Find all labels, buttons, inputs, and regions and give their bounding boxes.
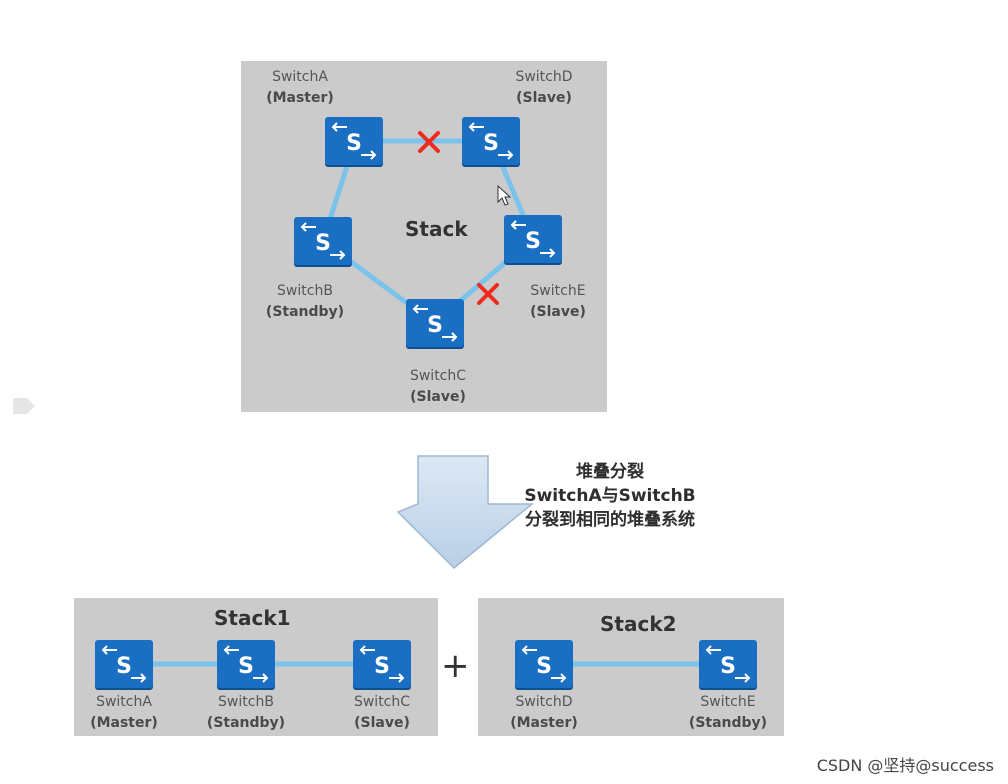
plus-sign: + — [441, 646, 470, 686]
stack2-links — [544, 661, 728, 667]
switch-a-label: SwitchA(Master) — [266, 69, 334, 106]
svg-text:S: S — [525, 229, 541, 254]
svg-text:S: S — [346, 131, 362, 156]
stack1-switch-c-label: SwitchC(Slave) — [353, 694, 411, 731]
switch-e-icon: S — [504, 215, 562, 263]
stack2-switch-e-label: SwitchE(Standby) — [688, 694, 768, 731]
stack2-switch-d-icon: S — [515, 640, 573, 688]
svg-text:S: S — [536, 654, 552, 679]
broken-link-a-d-icon — [418, 131, 440, 153]
switch-b-label: SwitchB(Standby) — [265, 283, 345, 320]
svg-text:S: S — [238, 654, 254, 679]
watermark: CSDN @坚持@success — [816, 756, 994, 775]
stack1-switch-a-icon: S — [95, 640, 153, 688]
stack2-switch-e-icon: S — [699, 640, 757, 688]
mouse-cursor-icon — [497, 185, 512, 206]
svg-text:S: S — [374, 654, 390, 679]
switch-c-icon: S — [406, 299, 464, 347]
broken-link-e-c-icon — [477, 283, 499, 305]
stack-title: Stack — [405, 217, 468, 241]
stack2-title: Stack2 — [600, 612, 677, 636]
stack-panel-before-split: S S S S S Stack SwitchA(Master) SwitchD(… — [241, 61, 607, 412]
switch-d-label: SwitchD(Slave) — [515, 69, 573, 106]
stack1-switch-b-label: SwitchB(Standby) — [206, 694, 286, 731]
stack2-panel: Stack2 S S SwitchD(Master) SwitchE(Stand… — [478, 598, 784, 736]
stack1-title: Stack1 — [214, 606, 291, 630]
stack1-panel: Stack1 S S S SwitchA(Master) SwitchB(Sta… — [74, 598, 438, 736]
svg-text:S: S — [720, 654, 736, 679]
stack1-switch-b-icon: S — [217, 640, 275, 688]
side-tab-marker — [13, 398, 35, 414]
split-note: 堆叠分裂 SwitchA与SwitchB 分裂到相同的堆叠系统 — [524, 462, 696, 530]
svg-text:S: S — [427, 313, 443, 338]
svg-text:S: S — [116, 654, 132, 679]
switch-e-label: SwitchE(Slave) — [530, 283, 586, 320]
svg-text:S: S — [483, 131, 499, 156]
stack1-switch-a-label: SwitchA(Master) — [90, 694, 158, 731]
stack1-switch-c-icon: S — [353, 640, 411, 688]
switch-d-icon: S — [462, 117, 520, 165]
switch-a-icon: S — [325, 117, 383, 165]
split-arrow-icon — [396, 455, 535, 570]
svg-text:S: S — [315, 231, 331, 256]
switch-c-label: SwitchC(Slave) — [409, 368, 467, 405]
switch-b-icon: S — [294, 217, 352, 265]
stack2-switch-d-label: SwitchD(Master) — [510, 694, 578, 731]
